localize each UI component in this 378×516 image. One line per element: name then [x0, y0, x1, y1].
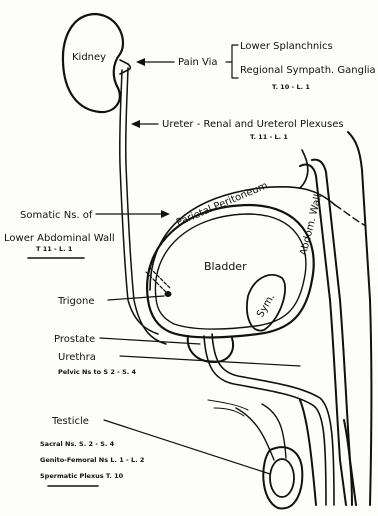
testicle-label: Testicle [51, 416, 89, 427]
spermatic-cord-wisps [208, 400, 248, 416]
somatic-label-line2: Lower Abdominal Wall [4, 233, 115, 244]
abdominal-wall-label: Abdom. Wall [298, 193, 324, 256]
somatic-label-line1: Somatic Ns. of [20, 210, 93, 221]
trigone-spot [165, 291, 172, 297]
ureter-inner [120, 70, 158, 334]
bladder-label: Bladder [204, 260, 247, 273]
t10-l1-label: T. 10 - L. 1 [272, 83, 310, 91]
ureter [126, 68, 166, 344]
penis-shaft [300, 400, 316, 505]
prostate-leader [100, 338, 200, 344]
pain-via-arrowhead [136, 58, 145, 66]
ureter-label: Ureter - Renal and Ureterol Plexuses [162, 119, 344, 130]
sacral-ns-label: Sacral Ns. S. 2 - S. 4 [40, 440, 115, 448]
pain-via-bracket [226, 45, 238, 78]
somatic-arrowhead [161, 210, 170, 218]
peritoneum-dashed [335, 205, 366, 226]
peritoneum-upper-curve [300, 150, 308, 188]
testicle-leader [104, 420, 270, 474]
prostate-label: Prostate [54, 334, 95, 345]
pelvic-ns-label: Pelvic Ns to S 2 - S. 4 [58, 368, 136, 376]
urethra-label: Urethra [58, 352, 96, 363]
kidney-shape [63, 14, 123, 112]
spermatic-cord [236, 404, 286, 460]
pain-via-label: Pain Via [178, 57, 218, 68]
symphysis-label: Sym. [255, 292, 277, 319]
testicle-shape [270, 459, 294, 497]
prostate [188, 336, 233, 362]
genito-femoral-label: Genito-Femoral Ns L. 1 - L. 2 [40, 456, 144, 464]
t11-l1-ureter-label: T. 11 - L. 1 [250, 133, 288, 141]
t11-l1-somatic-label: T 11 - L. 1 [36, 245, 73, 253]
lower-splanchnics-label: Lower Splanchnics [240, 41, 333, 52]
abdominal-wall-skin [348, 132, 372, 505]
spermatic-plexus-label: Spermatic Plexus T. 10 [40, 472, 124, 480]
regional-sympath-label: Regional Sympath. Ganglia [240, 65, 376, 76]
ureter-arrowhead [131, 120, 140, 128]
trigone-label: Trigone [57, 296, 94, 307]
kidney-label: Kidney [72, 52, 106, 63]
urethra-upper [212, 334, 334, 505]
